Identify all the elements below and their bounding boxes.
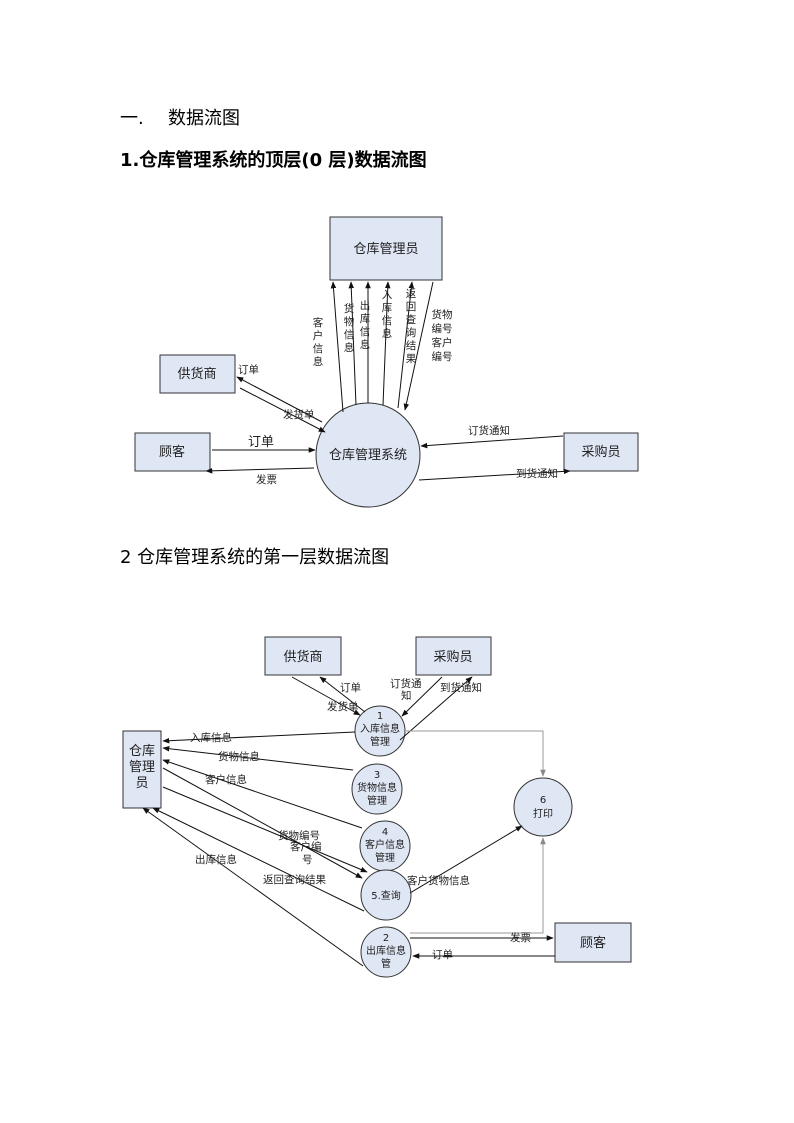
d2-label-order: 订单 — [340, 682, 361, 694]
d2-manager-label: 仓库管理员 — [129, 743, 155, 791]
d1-label-query-result: 返回查询结果 — [406, 288, 417, 365]
d2-supplier-box — [264, 636, 342, 676]
d1-flow-invoice — [205, 467, 315, 474]
d2-process-5-label: 5.查询 — [371, 889, 401, 902]
d2-process-2 — [360, 926, 412, 978]
d1-customer-label: 顾客 — [159, 444, 185, 460]
section-title: 数据流图 — [168, 108, 240, 129]
d1-label-invoice: 发票 — [256, 473, 277, 486]
d2-label-goods-info: 货物信息 — [218, 750, 260, 763]
d1-label-out-info: 出库信息 — [360, 299, 371, 351]
d2-customer-label: 顾客 — [580, 935, 606, 951]
d1-process-label: 仓库管理系统 — [329, 447, 407, 463]
d2-label-customer-order: 订单 — [432, 949, 453, 961]
d2-customer-box — [554, 922, 632, 963]
d2-label-query-result: 返回查询结果 — [263, 873, 326, 886]
d1-flow-supplier-order — [236, 376, 323, 423]
d2-flow-p1-to-print — [405, 730, 546, 777]
d2-flow-arrival-notice — [399, 676, 473, 741]
d2-flow-order — [319, 676, 366, 713]
d2-label-customer-goods-info: 客户货物信息 — [407, 874, 470, 887]
d1-label-goods-customer-no: 货物编号客户编号 — [432, 308, 453, 363]
d1-buyer-label: 采购员 — [581, 444, 620, 460]
d1-label-customer-order: 订单 — [248, 435, 274, 450]
d2-label-invoice: 发票 — [510, 931, 531, 944]
d1-label-in-info: 入库信息 — [382, 289, 393, 340]
section-heading: 一. 数据流图 — [120, 104, 240, 130]
diagram1-title: 1.仓库管理系统的顶层(0 层)数据流图 — [120, 150, 427, 171]
d1-flow-order-notice — [420, 435, 564, 449]
d2-flow-query-result — [152, 807, 365, 912]
d2-flow-out-info — [142, 807, 364, 967]
d2-label-customer-no: 客户编号 — [290, 840, 322, 866]
d1-flow-query-result — [397, 281, 415, 409]
diagram2-title: 2 仓库管理系统的第一层数据流图 — [120, 547, 390, 568]
diagram1: 仓库管理员 供货商 顾客 采购员 仓库管理系统 客户信息 货物信息 出库信息 入… — [134, 216, 639, 508]
d2-label-order-notice: 订货通知 — [390, 677, 422, 702]
d1-label-supplier-order: 订单 — [238, 364, 259, 376]
d2-label-delivery-note: 发货单 — [327, 700, 359, 713]
d2-process-5 — [360, 869, 412, 921]
d1-label-delivery-note: 发货单 — [283, 408, 315, 421]
d2-label-out-info: 出库信息 — [195, 853, 237, 866]
d2-supplier-label: 供货商 — [283, 649, 322, 665]
d2-flow-order-notice — [401, 676, 443, 717]
d1-flow-delivery-note — [239, 387, 326, 433]
d1-label-customer-info: 客户信息 — [313, 316, 324, 368]
d1-buyer-box — [563, 432, 639, 472]
d1-label-goods-info: 货物信息 — [344, 302, 355, 354]
d1-supplier-label: 供货商 — [177, 366, 216, 382]
d2-flow-delivery-note — [291, 676, 361, 716]
d1-supplier-box — [159, 354, 236, 394]
d2-buyer-box — [415, 636, 492, 676]
d1-flow-in-info — [382, 281, 391, 406]
d2-manager-box — [122, 730, 162, 809]
d2-label-in-info: 入库信息 — [190, 731, 232, 744]
d2-flow-customer-no — [162, 786, 368, 873]
d1-flow-goods-info — [348, 281, 357, 406]
d2-flow-customer-info — [162, 759, 363, 829]
d1-manager-box — [329, 216, 443, 281]
d2-flow-p2-to-print — [410, 837, 546, 934]
d1-flow-arrival-notice — [418, 468, 571, 481]
section-number: 一. — [120, 108, 144, 129]
d2-flow-goods-no — [162, 767, 363, 879]
d1-customer-box — [134, 432, 211, 472]
d1-flow-goods-customer-no — [403, 281, 434, 411]
d1-flow-customer-info — [330, 281, 344, 413]
d1-label-order-notice: 订货通知 — [468, 424, 510, 437]
d2-buyer-label: 采购员 — [433, 649, 472, 665]
d2-flow-in-info — [162, 731, 356, 744]
d2-process-6 — [513, 777, 573, 837]
d2-flow-customer-goods-info — [409, 825, 523, 894]
d2-flow-goods-info — [162, 745, 354, 771]
d1-manager-label: 仓库管理员 — [353, 241, 418, 257]
d2-label-customer-info: 客户信息 — [205, 773, 247, 786]
d2-process-3 — [351, 763, 403, 815]
d1-label-arrival-notice: 到货通知 — [516, 467, 558, 480]
d2-label-arrival-notice: 到货通知 — [440, 681, 482, 694]
